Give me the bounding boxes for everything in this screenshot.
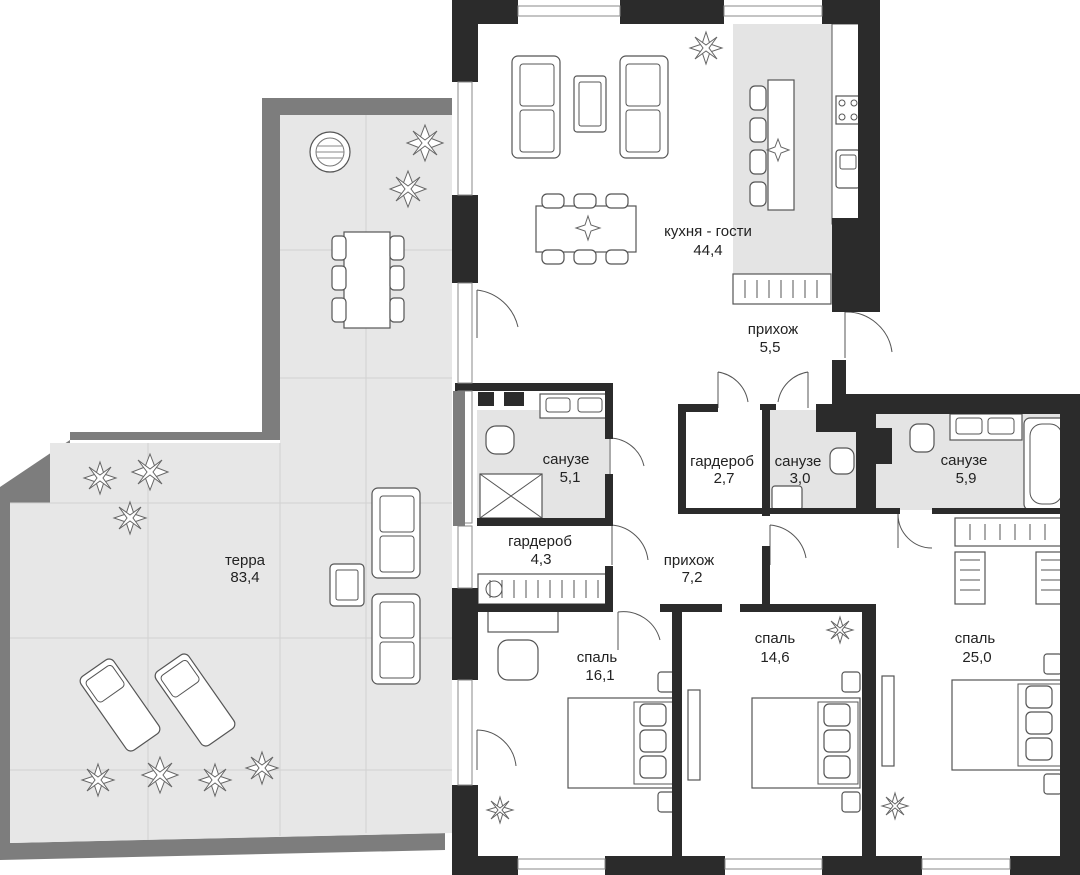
bath-left-fixtures	[479, 393, 609, 519]
room-name-terrace: терра	[225, 552, 266, 569]
room-area-bath-left: 5,1	[560, 469, 581, 486]
terrace	[0, 98, 452, 860]
terrace-sun-loungers	[79, 653, 236, 752]
interior-plants	[485, 30, 910, 825]
kitchen-sink	[835, 149, 861, 189]
room-name-bedroom-2: спаль	[755, 630, 796, 647]
room-name-closet-mid: гардероб	[690, 453, 754, 470]
room-area-bath-mid: 3,0	[790, 470, 811, 487]
kitchen-storage	[732, 273, 832, 305]
room-name-bath-mid: санузе	[775, 453, 822, 470]
terrace-dining-set	[331, 231, 405, 329]
room-area-bedroom-1: 16,1	[585, 667, 614, 684]
room-area-bedroom-2: 14,6	[760, 649, 789, 666]
room-name-closet-left: гардероб	[508, 533, 572, 550]
bedroom-1-furniture	[487, 609, 677, 813]
room-area-closet-mid: 2,7	[714, 470, 735, 487]
room-name-bedroom-3: спаль	[955, 630, 996, 647]
room-area-terrace: 83,4	[230, 569, 259, 586]
bedroom-2-furniture	[687, 671, 861, 813]
terrace-plants	[80, 123, 445, 798]
room-name-bath-left: санузе	[543, 451, 590, 468]
room-area-closet-left: 4,3	[531, 551, 552, 568]
living-sofas	[511, 55, 669, 159]
room-area-hall-mid: 7,2	[682, 569, 703, 586]
terrace-lounge	[329, 487, 421, 685]
room-name-bath-right: санузе	[941, 452, 988, 469]
room-name-hall-mid: прихож	[664, 552, 714, 569]
closet-right-shelves	[954, 517, 1069, 605]
room-area-kitchen: 44,4	[693, 242, 722, 259]
terrace-floor	[10, 115, 452, 843]
room-area-hall-top: 5,5	[760, 339, 781, 356]
interior	[476, 23, 1072, 825]
windows	[453, 5, 1011, 870]
walls	[452, 0, 1080, 875]
terrace-round-grill	[309, 131, 351, 173]
room-name-kitchen: кухня - гости	[664, 223, 752, 240]
kitchen-hob	[835, 95, 861, 125]
door-swings	[476, 289, 933, 770]
bath-mid-fixtures	[771, 447, 855, 511]
bedroom-3-furniture	[881, 653, 1065, 795]
closet-left-shelves	[477, 573, 611, 605]
room-name-bedroom-1: спаль	[577, 649, 618, 666]
bath-right-fixtures	[909, 413, 1069, 511]
room-area-bath-right: 5,9	[956, 470, 977, 487]
room-labels: кухня - гости 44,4 прихож 5,5 санузе 5,1…	[225, 223, 995, 684]
room-area-bedroom-3: 25,0	[962, 649, 991, 666]
kitchen-island	[749, 79, 795, 211]
room-name-hall-top: прихож	[748, 321, 798, 338]
